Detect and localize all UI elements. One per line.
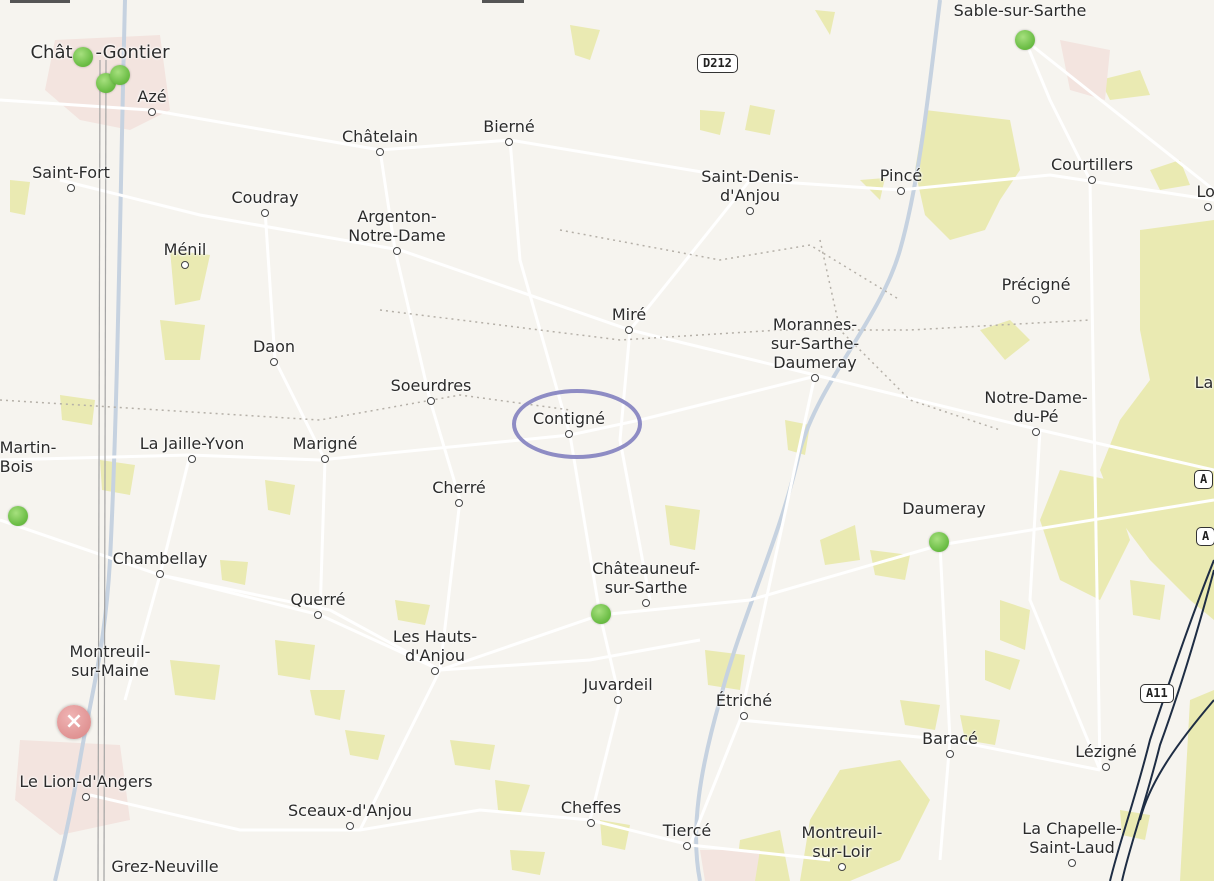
close-icon: × <box>64 709 84 734</box>
town-label: Coudray <box>231 188 299 207</box>
town-label: Montreuil- sur-Maine <box>69 642 151 680</box>
town-label: Azé <box>137 87 167 106</box>
town-dot-icon <box>455 499 463 507</box>
location-marker[interactable] <box>591 604 611 624</box>
town-label: Sable-sur-Sarthe <box>953 1 1087 20</box>
town-label: Juvardeil <box>583 675 653 694</box>
town-dot-icon <box>587 819 595 827</box>
town-label: Châteauneuf- sur-Sarthe <box>592 559 700 597</box>
town-dot-icon <box>811 374 819 382</box>
town-label: Bierné <box>483 117 535 136</box>
location-marker[interactable] <box>929 532 949 552</box>
town-dot-icon <box>1204 203 1212 211</box>
town-label: Argenton- Notre-Dame <box>348 207 446 245</box>
town-label: La Chapelle- Saint-Laud <box>1022 819 1122 857</box>
town-dot-icon <box>1068 859 1076 867</box>
town-label: Tiercé <box>662 821 712 840</box>
town-label: Querré <box>290 590 346 609</box>
location-marker[interactable] <box>110 65 130 85</box>
rail-lines <box>0 229 1091 431</box>
town-dot-icon <box>746 207 754 215</box>
town-label: Le Lion-d'Angers <box>19 772 153 791</box>
town-dot-icon <box>838 863 846 871</box>
contigne-highlight-circle <box>512 389 642 459</box>
town-dot-icon <box>625 326 633 334</box>
location-marker[interactable] <box>73 47 93 67</box>
town-label: Courtillers <box>1050 155 1134 174</box>
town-dot-icon <box>314 611 322 619</box>
town-dot-icon <box>1032 296 1040 304</box>
town-dot-icon <box>642 599 650 607</box>
town-label: Chât -Gontier <box>30 42 170 63</box>
main-road-west <box>97 59 107 881</box>
town-dot-icon <box>321 455 329 463</box>
town-label: Soeurdres <box>390 376 472 395</box>
town-label: La <box>1194 373 1214 392</box>
a11-motorway <box>1109 559 1214 881</box>
location-marker[interactable] <box>1015 30 1035 50</box>
town-dot-icon <box>614 696 622 704</box>
town-label: Ménil <box>163 240 207 259</box>
town-label: Baracé <box>922 729 978 748</box>
town-dot-icon <box>427 397 435 405</box>
road-shield-d212: D212 <box>697 54 738 73</box>
town-label: Marigné <box>292 434 358 453</box>
town-label: Montreuil- sur-Loir <box>801 823 883 861</box>
town-label: Les Hauts- d'Anjou <box>392 627 478 665</box>
town-dot-icon <box>1102 763 1110 771</box>
town-dot-icon <box>148 108 156 116</box>
town-dot-icon <box>67 184 75 192</box>
town-dot-icon <box>393 247 401 255</box>
town-dot-icon <box>505 138 513 146</box>
town-dot-icon <box>1088 176 1096 184</box>
town-label: Châtelain <box>341 127 419 146</box>
town-label: Loua <box>1196 182 1214 201</box>
town-label: Martin- Bois <box>0 438 57 476</box>
town-dot-icon <box>82 793 90 801</box>
town-dot-icon <box>897 187 905 195</box>
town-label: Étriché <box>715 691 773 710</box>
town-label: Cheffes <box>560 798 622 817</box>
town-dot-icon <box>181 261 189 269</box>
road-shield-a11-east-2: A <box>1196 527 1214 546</box>
town-label: Miré <box>611 305 647 324</box>
top-edge-fragment <box>482 0 524 3</box>
town-label: Chambellay <box>112 549 208 568</box>
top-edge-fragment <box>10 0 70 3</box>
town-label: Notre-Dame- du-Pé <box>984 388 1088 426</box>
town-dot-icon <box>565 430 573 438</box>
town-label: Grez-Neuville <box>111 857 219 876</box>
town-dot-icon <box>376 148 384 156</box>
town-dot-icon <box>346 822 354 830</box>
town-label: Saint-Fort <box>32 163 110 182</box>
town-label: Saint-Denis- d'Anjou <box>701 167 799 205</box>
road-shield-a11: A11 <box>1140 684 1174 703</box>
town-dot-icon <box>270 358 278 366</box>
town-dot-icon <box>188 455 196 463</box>
town-dot-icon <box>946 750 954 758</box>
forest-areas <box>10 10 1214 881</box>
town-label: Sceaux-d'Anjou <box>288 801 412 820</box>
town-label: Daumeray <box>902 499 986 518</box>
town-label: Morannes- sur-Sarthe- Daumeray <box>770 315 860 372</box>
town-dot-icon <box>431 667 439 675</box>
location-marker[interactable] <box>8 506 28 526</box>
road-shield-a11-east-1: A <box>1194 470 1214 489</box>
town-dot-icon <box>740 712 748 720</box>
town-label: Contigné <box>533 409 605 428</box>
town-dot-icon <box>156 570 164 578</box>
town-label: Pincé <box>879 166 923 185</box>
town-dot-icon <box>261 209 269 217</box>
town-dot-icon <box>683 842 691 850</box>
town-label: Lézigné <box>1075 742 1137 761</box>
town-label: Précigné <box>1001 275 1071 294</box>
remove-marker-button[interactable]: × <box>57 705 91 739</box>
town-dot-icon <box>1032 428 1040 436</box>
town-label: La Jaille-Yvon <box>139 434 245 453</box>
town-label: Cherré <box>432 478 486 497</box>
town-label: Daon <box>252 337 296 356</box>
